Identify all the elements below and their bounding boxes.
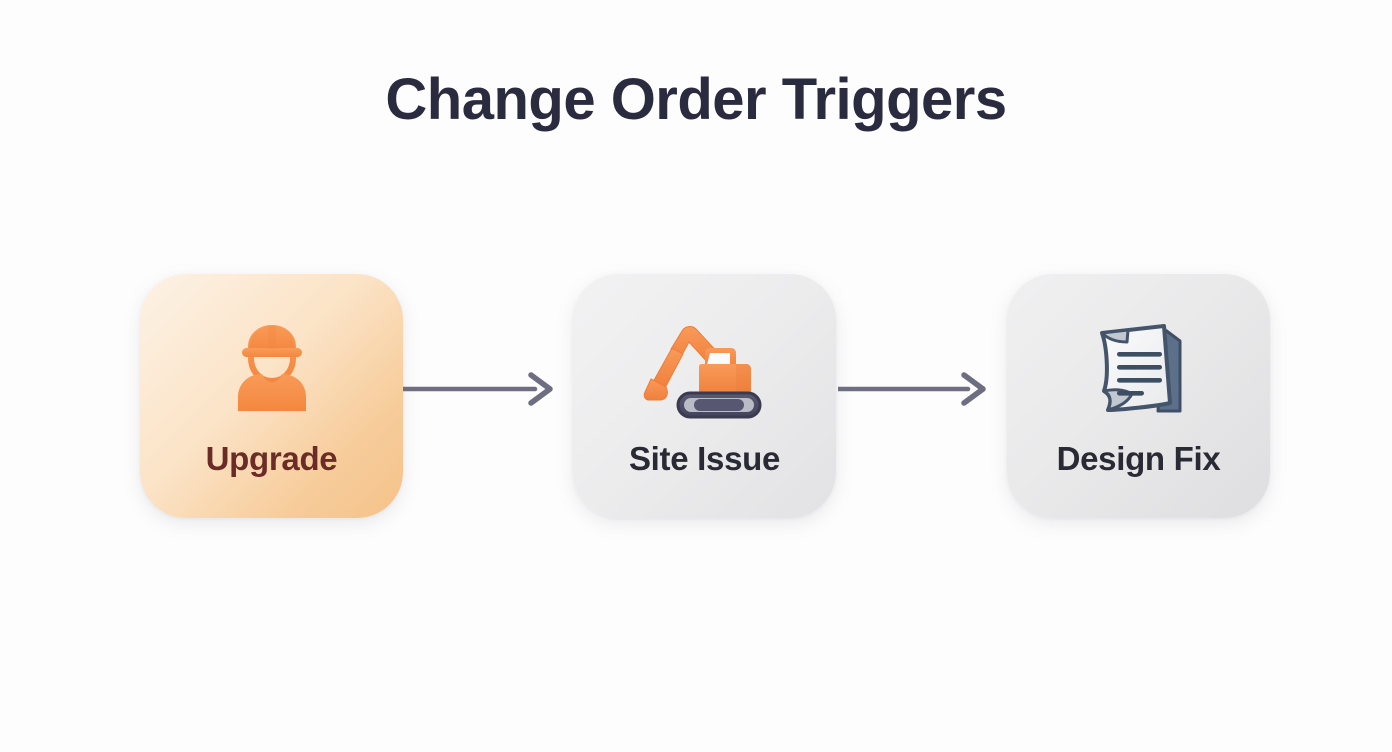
flow-step-label: Design Fix [1056,440,1221,477]
page-title: Change Order Triggers [0,68,1392,132]
arrow-site-issue-to-design-fix [835,372,988,406]
arrow-upgrade-to-site-issue [400,372,555,406]
excavator-icon [642,308,768,426]
flow-step-site-issue[interactable]: Site Issue [573,274,836,518]
flow-step-label: Site Issue [628,440,781,477]
document-blueprint-icon [1080,308,1198,426]
flow-step-upgrade[interactable]: Upgrade [140,274,403,518]
process-flow: Upgrade [0,274,1392,524]
flow-step-design-fix[interactable]: Design Fix [1007,274,1270,518]
page-title-text: Change Order Triggers [385,67,1007,132]
flow-step-label: Upgrade [205,440,338,477]
construction-worker-icon [216,308,328,426]
